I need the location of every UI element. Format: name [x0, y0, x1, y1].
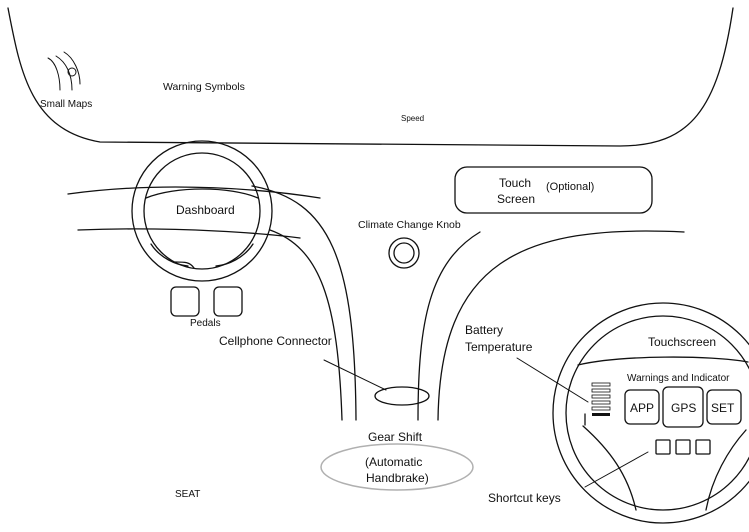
automatic-label: (Automatic [365, 455, 422, 469]
small-maps-label: Small Maps [40, 99, 92, 110]
set-button[interactable]: SET [706, 389, 742, 425]
cellphone-connector-pointer [323, 359, 387, 391]
shortcut-key-1[interactable] [655, 439, 671, 455]
touchscreen-label: Touchscreen [648, 335, 716, 349]
warning-symbols-label: Warning Symbols [163, 81, 245, 93]
temperature-label: Temperature [465, 340, 533, 354]
warnings-indicator-label: Warnings and Indicator [627, 373, 730, 384]
touch-screen-box [454, 166, 653, 214]
pedal-right [213, 286, 243, 317]
shortcut-keys-label: Shortcut keys [488, 491, 561, 505]
steering-wheel-detail [552, 302, 749, 524]
touch-label: Touch [499, 176, 531, 190]
set-button-label: SET [711, 401, 735, 415]
optional-label: (Optional) [546, 181, 594, 193]
app-button[interactable]: APP [624, 389, 660, 425]
steering-wheel [131, 140, 273, 282]
dash-line-left-upper [67, 186, 321, 199]
gear-shift-label: Gear Shift [368, 430, 423, 444]
speed-label: Speed [401, 114, 424, 123]
pedal-left [170, 286, 200, 317]
handbrake-label: Handbrake) [366, 471, 429, 485]
cellphone-connector-label: Cellphone Connector [219, 334, 332, 348]
climate-knob-label: Climate Change Knob [358, 219, 461, 231]
shortcut-key-3[interactable] [695, 439, 711, 455]
cellphone-connector-slot [374, 386, 430, 406]
windshield-outline [7, 7, 734, 147]
shortcut-key-2[interactable] [675, 439, 691, 455]
climate-knob-icon [388, 237, 420, 269]
shortcut-keys-pointer [584, 451, 649, 488]
dash-line-left-lower [77, 228, 301, 239]
console-left-outer [251, 185, 357, 421]
battery-indicator-icon [591, 382, 611, 416]
battery-pointer [516, 357, 589, 403]
handbrake-ellipse [320, 443, 474, 491]
console-right-outer [437, 230, 685, 421]
battery-label: Battery [465, 323, 503, 337]
gps-button[interactable]: GPS [662, 386, 704, 428]
screen-label: Screen [497, 192, 535, 206]
small-maps-icon [47, 51, 81, 91]
seat-label: SEAT [175, 489, 200, 500]
console-right-inner [417, 231, 481, 421]
gps-button-label: GPS [671, 401, 696, 415]
dashboard-label: Dashboard [176, 203, 235, 217]
app-button-label: APP [630, 401, 654, 415]
console-left-inner [269, 229, 343, 421]
pedals-label: Pedals [190, 318, 221, 329]
